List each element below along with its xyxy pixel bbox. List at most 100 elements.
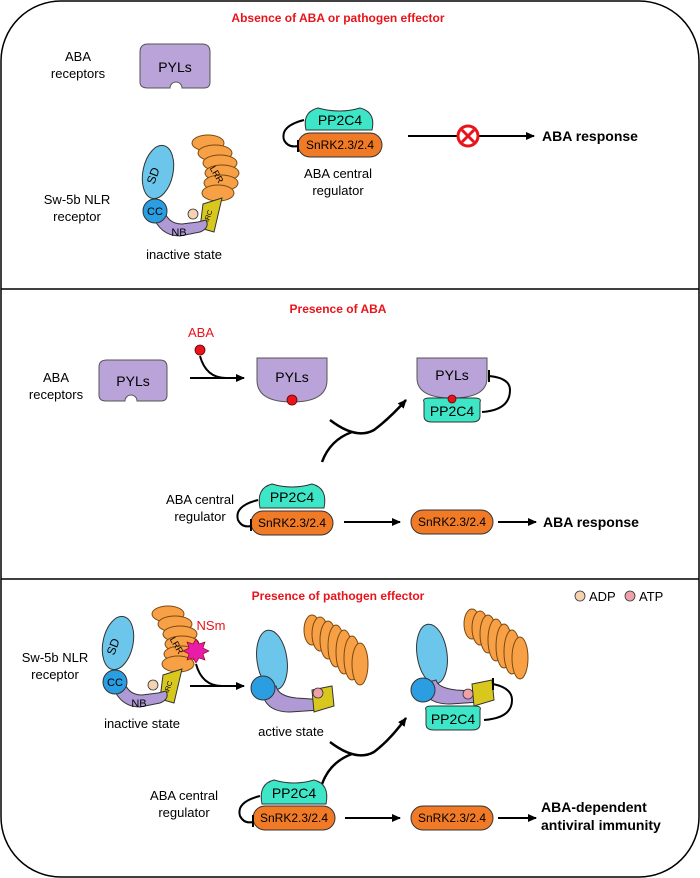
pyls-bound: PYLs [256, 357, 328, 406]
regulator-label-line2: regulator [174, 509, 226, 524]
panel-title-absence: Absence of ABA or pathogen effector [231, 11, 444, 25]
pp2c4-label: PP2C4 [272, 785, 317, 801]
antiviral-response-line2: antiviral immunity [541, 817, 661, 833]
lrr-domain: LRR [191, 134, 240, 202]
snrk-free-shape [410, 509, 494, 535]
complex-formation-arrow [329, 717, 408, 757]
block-icon [456, 124, 480, 148]
aba-receptors-label-line2: receptors [29, 387, 84, 402]
inactive-state-label: inactive state [146, 247, 222, 262]
aba-binding-curve [199, 355, 240, 379]
snrk-label: SnRK2.3/2.4 [260, 811, 328, 825]
atp-legend-icon [624, 590, 636, 602]
cc-domain [142, 198, 168, 224]
aba-molecule-complex [447, 394, 457, 404]
aba-response-label: ABA response [543, 514, 639, 530]
complex-inhibition-arc [483, 683, 514, 721]
pp2c4-label: PP2C4 [270, 489, 315, 505]
aba-response-label: ABA response [542, 128, 638, 144]
pyls-receptor: PYLs [98, 359, 168, 402]
adp-bound [187, 208, 199, 220]
inhibition-arc [238, 795, 261, 824]
nlr-label-line2: receptor [53, 209, 101, 224]
atp-legend-label: ATP [639, 589, 663, 604]
cc-domain [102, 669, 128, 695]
cc-label: CC [107, 677, 123, 689]
regulator-label-line1: ABA central [166, 492, 234, 507]
sd-label: SD [104, 636, 123, 657]
legend: ADP ATP [574, 589, 663, 604]
nsm-effector-icon [182, 638, 210, 664]
inhibition-arc [236, 499, 259, 528]
adp-legend-label: ADP [589, 589, 616, 604]
active-cc-domain [250, 675, 276, 701]
sd-domain [101, 615, 135, 671]
complex-pp2c4-label: PP2C4 [430, 403, 475, 419]
pyls-receptor: PYLs [139, 43, 211, 89]
aba-receptors-label-line2: receptors [51, 66, 106, 81]
aba-label: ABA [188, 325, 214, 340]
nlr-active [250, 614, 369, 713]
aba-molecule [194, 344, 206, 356]
effector-binding-curve [195, 663, 232, 687]
snrk-free-label: SnRK2.3/2.4 [418, 811, 486, 825]
pyls-bound-label: PYLs [275, 369, 308, 385]
sd-domain [141, 144, 175, 200]
pp2c4-label: PP2C4 [318, 112, 363, 128]
complex-pyls-label: PYLs [435, 367, 468, 383]
complex-pp2c4-shape [425, 705, 481, 731]
panel-presence-effector: Presence of pathogen effector ADP ATP Sw… [22, 589, 664, 833]
lrr-domain: LRR [151, 605, 200, 673]
panel-title-effector: Presence of pathogen effector [252, 589, 425, 603]
cc-label: CC [147, 206, 163, 218]
regulator-complex: PP2C4 SnRK2.3/2.4 [282, 107, 383, 158]
active-lrr-domain [303, 614, 369, 686]
panel-presence-aba: Presence of ABA ABA receptors PYLs ABA P… [29, 302, 639, 536]
snrk-free-shape [410, 805, 494, 831]
nb-label: NB [131, 698, 146, 710]
nlr-label-line1: Sw-5b NLR [22, 650, 88, 665]
active-state-label: active state [258, 724, 324, 739]
pyls-pp2c4-complex: PYLs PP2C4 [416, 357, 512, 423]
arc-label: ARC [163, 680, 175, 696]
nlr-label-line2: receptor [31, 667, 79, 682]
inhibition-arc [282, 119, 305, 148]
snrk-label: SnRK2.3/2.4 [258, 516, 326, 530]
panel-title-aba: Presence of ABA [290, 302, 387, 316]
complex-formation-curve [320, 752, 353, 785]
antiviral-response-line1: ABA-dependent [541, 799, 647, 815]
sd-label: SD [144, 165, 163, 186]
regulator-label-line1: ABA central [304, 166, 372, 181]
pp2c4-shape [304, 107, 374, 131]
complex-inhibition-arc [481, 375, 512, 413]
nlr-label-line1: Sw-5b NLR [44, 192, 110, 207]
snrk-label: SnRK2.3/2.4 [306, 138, 374, 152]
aba-receptors-label-line1: ABA [65, 49, 91, 64]
nlr-inactive: SD LRR ARC NB CC [101, 605, 200, 710]
regulator-label-line2: regulator [158, 805, 210, 820]
effector-label: NSm [197, 618, 226, 633]
pp2c4-shape [260, 779, 328, 805]
aba-receptors-label-line1: ABA [43, 370, 69, 385]
adp-bound [147, 679, 159, 691]
adp-legend-icon [574, 590, 586, 602]
pyls-label: PYLs [116, 373, 149, 389]
inactive-state-label: inactive state [104, 716, 180, 731]
nlr-pp2c4-complex: PP2C4 [410, 608, 529, 731]
aba-molecule-bound [286, 394, 298, 406]
complex-formation-curve [320, 430, 353, 463]
regulator-complex: PP2C4 SnRK2.3/2.4 [238, 779, 336, 831]
complex-pp2c4-label: PP2C4 [431, 711, 476, 727]
pyls-label: PYLs [158, 59, 191, 75]
pp2c4-shape [258, 483, 326, 509]
complex-pp2c4-shape [423, 397, 481, 423]
nb-label: NB [171, 227, 186, 239]
complex-formation-arrow [329, 399, 407, 435]
regulator-complex: PP2C4 SnRK2.3/2.4 [236, 483, 334, 536]
nlr-inactive: SD LRR ARC NB CC [141, 134, 240, 239]
panel-absence: Absence of ABA or pathogen effector ABA … [44, 11, 638, 262]
regulator-label-line1: ABA central [150, 788, 218, 803]
arc-label: ARC [203, 209, 215, 225]
